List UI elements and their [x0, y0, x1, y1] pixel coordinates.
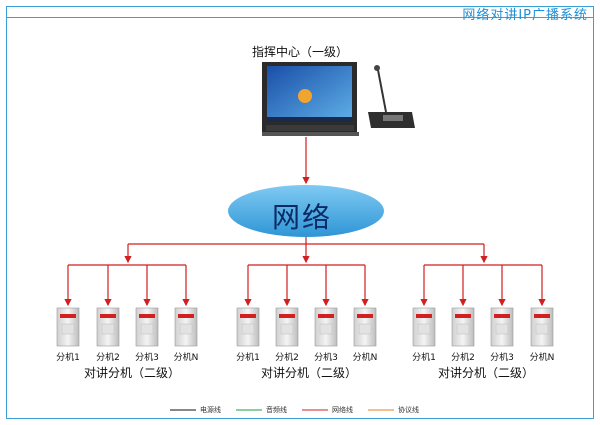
intercom-unit	[412, 307, 436, 347]
microphone-icon	[368, 65, 415, 128]
unit-label: 分机N	[173, 353, 199, 363]
unit-label: 分机1	[412, 353, 436, 363]
network-label: 网络	[272, 201, 333, 234]
legend-label-network: 网络线	[332, 406, 353, 414]
command-center-label: 指挥中心（一级）	[252, 45, 349, 59]
group-label: 对讲分机（二级）	[438, 366, 535, 380]
legend-label-power: 电源线	[200, 406, 221, 414]
system-title: 网络对讲IP广播系统	[462, 8, 588, 23]
intercom-units	[56, 307, 554, 347]
network-distribution	[64, 237, 546, 307]
intercom-unit	[451, 307, 475, 347]
group-label: 对讲分机（二级）	[84, 366, 181, 380]
intercom-unit	[275, 307, 299, 347]
unit-label: 分机2	[96, 353, 120, 363]
intercom-unit	[96, 307, 120, 347]
unit-label: 分机1	[236, 353, 260, 363]
intercom-unit	[490, 307, 514, 347]
intercom-unit	[236, 307, 260, 347]
windows-logo-icon	[298, 89, 312, 103]
intercom-unit	[314, 307, 338, 347]
page-frame	[6, 6, 594, 419]
unit-label: 分机N	[352, 353, 378, 363]
unit-label: 分机3	[314, 353, 338, 363]
legend-label-protocol: 协议线	[398, 406, 419, 414]
intercom-unit	[353, 307, 377, 347]
unit-label: 分机1	[56, 353, 80, 363]
unit-label: 分机N	[529, 353, 555, 363]
intercom-unit	[174, 307, 198, 347]
group-label: 对讲分机（二级）	[261, 366, 358, 380]
header-divider	[6, 17, 594, 18]
intercom-unit	[530, 307, 554, 347]
network-cloud	[228, 185, 384, 237]
unit-label: 分机2	[275, 353, 299, 363]
command-console	[262, 62, 359, 136]
unit-label: 分机3	[490, 353, 514, 363]
legend-label-audio: 音频线	[266, 406, 287, 414]
intercom-unit	[135, 307, 159, 347]
intercom-unit	[56, 307, 80, 347]
unit-label: 分机3	[135, 353, 159, 363]
unit-label: 分机2	[451, 353, 475, 363]
